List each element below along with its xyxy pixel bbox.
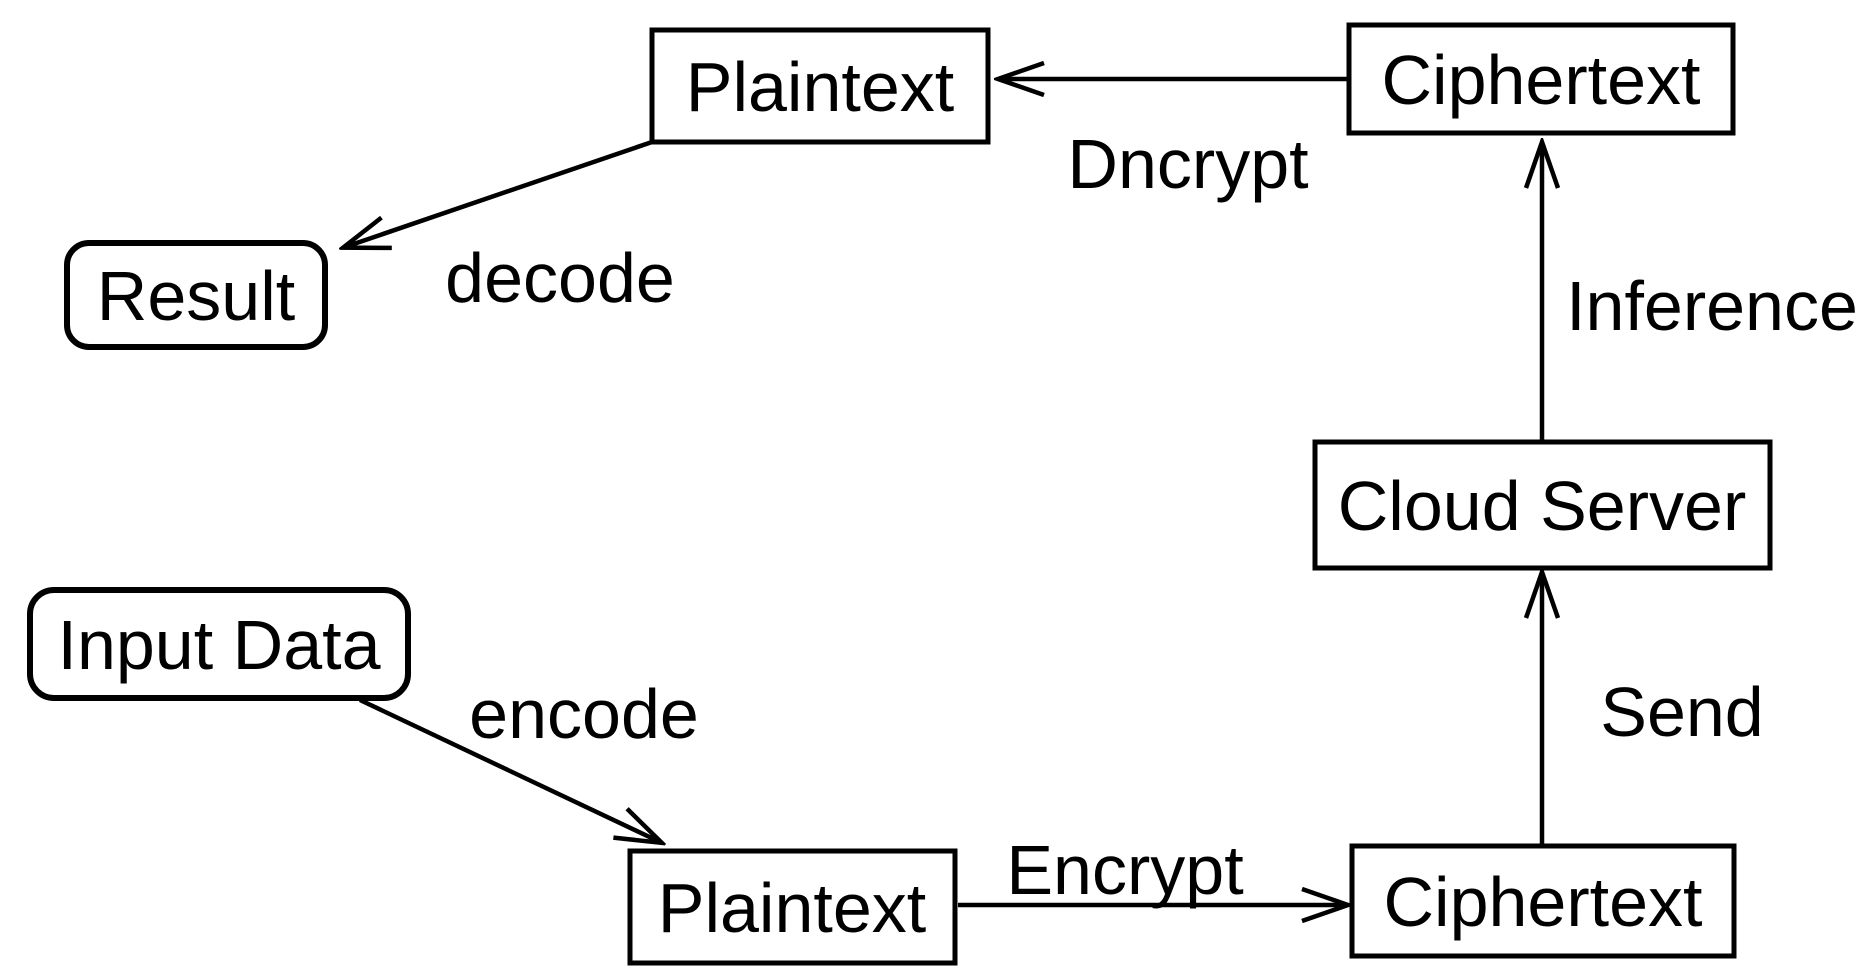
ciphertext-top-label: Ciphertext	[1381, 41, 1700, 119]
ciphertext-bottom-box	[1349, 843, 1737, 959]
result-box	[64, 240, 328, 350]
ciphertext-top-box	[1346, 22, 1736, 136]
plaintext-top-box	[649, 27, 991, 145]
edge-label-decrypt: Dncrypt	[1067, 125, 1308, 203]
plaintext-bottom-label: Plaintext	[658, 869, 926, 947]
plaintext-top-label: Plaintext	[686, 48, 954, 126]
plaintext-bottom-node: Plaintext	[627, 848, 958, 966]
input-data-label: Input Data	[58, 606, 381, 684]
edge-label-encrypt: Encrypt	[1006, 831, 1243, 909]
plaintext-top-node: Plaintext	[649, 27, 991, 145]
edge-label-encode: encode	[469, 675, 699, 753]
edge-decode-arrow	[345, 139, 653, 247]
ciphertext-top-node: Ciphertext	[1346, 22, 1736, 136]
ciphertext-bottom-node: Ciphertext	[1349, 843, 1737, 959]
edge-label-decode: decode	[445, 239, 675, 317]
result-node: Result	[64, 240, 328, 350]
cloud-server-label: Cloud Server	[1338, 467, 1747, 545]
result-label: Result	[97, 257, 295, 335]
input-data-box	[27, 587, 411, 701]
ciphertext-bottom-label: Ciphertext	[1383, 863, 1702, 941]
edge-label-send: Send	[1600, 673, 1763, 751]
input-data-node: Input Data	[27, 587, 411, 701]
plaintext-bottom-box	[627, 848, 958, 966]
cloud-server-node: Cloud Server	[1312, 439, 1773, 571]
edge-label-inference: Inference	[1566, 267, 1858, 345]
edge-encode-arrow	[359, 697, 660, 842]
cloud-server-box	[1312, 439, 1773, 571]
